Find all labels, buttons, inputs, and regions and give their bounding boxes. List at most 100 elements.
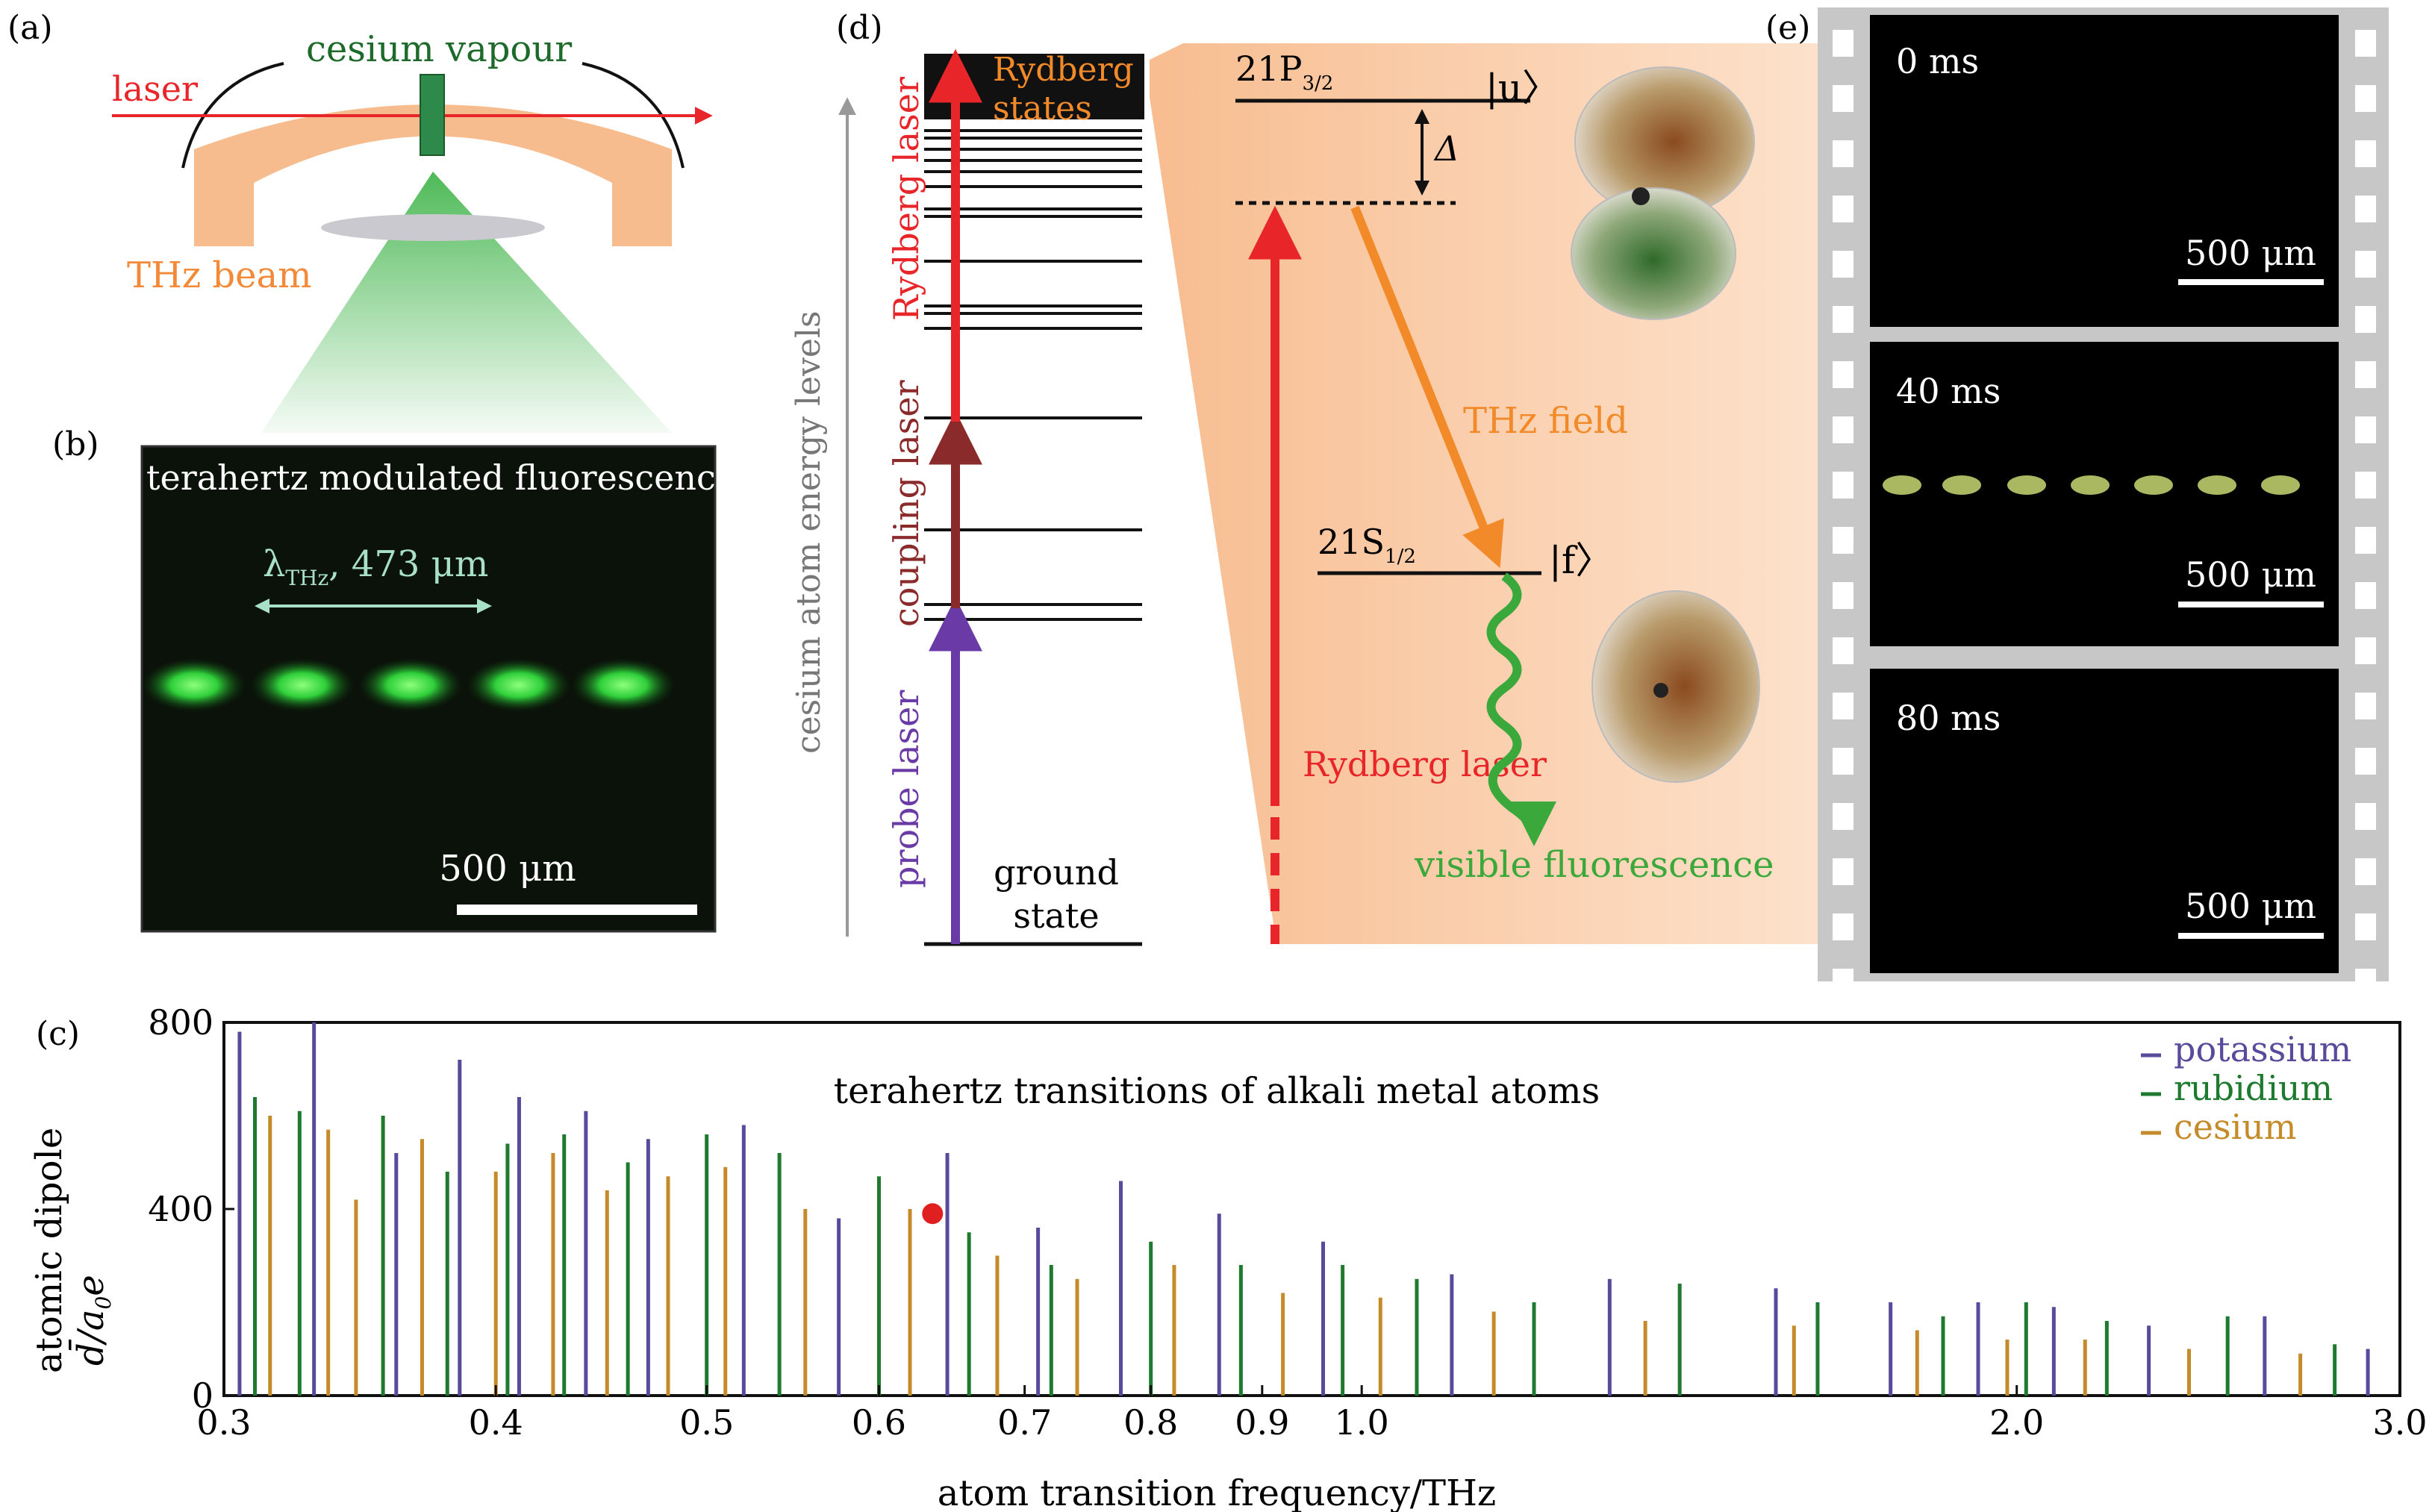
sprocket-hole <box>1833 748 1853 775</box>
fluorescence-spot <box>1883 475 1921 495</box>
sprocket-hole <box>2355 637 2376 664</box>
collection-lens <box>321 214 545 241</box>
panel-b: (b) terahertz modulated fluorescence λTH… <box>52 425 736 933</box>
panel-b-title: terahertz modulated fluorescence <box>146 457 736 498</box>
panel-e-label: (e) <box>1765 9 1810 47</box>
film-frame-0ms <box>1870 15 2339 327</box>
frame-40ms-spots <box>1883 475 2300 495</box>
panel-b-scale-bar <box>457 905 697 915</box>
mirror-right <box>582 62 685 169</box>
s-orbital-illustration <box>1591 590 1760 783</box>
ket-f: |f〉 <box>1549 539 1612 582</box>
fluorescence-spot <box>2198 475 2236 495</box>
fluorescence-spot <box>571 658 676 712</box>
fluorescence-spot <box>250 658 355 712</box>
panel-d: (d) cesium atom energy levels Rydberg st… <box>790 9 1851 946</box>
thz-beam-path <box>194 104 672 246</box>
sprocket-hole <box>2355 361 2376 388</box>
x-tick-label: 0.6 <box>852 1402 906 1443</box>
fluorescence-label: visible fluorescence <box>1414 844 1774 886</box>
sprocket-hole <box>1833 85 1853 112</box>
detuning-label: Δ <box>1433 128 1459 169</box>
sprocket-hole <box>2355 693 2376 719</box>
legend-cesium: cesium <box>2174 1107 2297 1147</box>
sprocket-hole <box>1833 913 1853 940</box>
rydberg-laser-label-vertical: Rydberg laser <box>886 77 926 321</box>
sprocket-hole <box>2355 748 2376 775</box>
thz-field-arrow <box>1350 205 1504 569</box>
film-sprockets <box>1833 30 2376 996</box>
sprocket-hole <box>1833 30 1853 57</box>
frame-2-scale-label: 500 μm <box>2185 886 2316 926</box>
level-21p-label: 21P3/2 <box>1235 49 1333 95</box>
sprocket-hole <box>2355 858 2376 885</box>
sprocket-hole <box>1833 582 1853 609</box>
y-tick-label: 400 <box>148 1189 213 1229</box>
energy-levels <box>924 129 1142 946</box>
sprocket-hole <box>1833 251 1853 278</box>
sprocket-hole <box>1833 196 1853 222</box>
sprocket-hole <box>1833 416 1853 443</box>
mirror-left <box>181 62 284 169</box>
y-tick-label: 800 <box>148 1002 213 1043</box>
x-tick-label: 0.8 <box>1123 1402 1178 1443</box>
frame-1-scale-bar <box>2178 602 2324 607</box>
rydberg-states-label-2: states <box>993 90 1092 128</box>
coupling-laser-label: coupling laser <box>886 380 926 627</box>
fluorescence-spot <box>2134 475 2173 495</box>
sprocket-hole <box>2355 140 2376 167</box>
fluorescence-spot <box>467 658 571 712</box>
p-orbital-illustration <box>1571 66 1755 320</box>
x-tick-label: 1.0 <box>1335 1402 1389 1443</box>
sprocket-hole <box>1833 306 1853 333</box>
frame-0-scale-bar <box>2178 279 2324 285</box>
sprocket-hole <box>2355 803 2376 830</box>
panel-e: (e) 0 ms 500 μm 40 ms 500 μm 80 ms 500 μ… <box>1765 7 2389 996</box>
highlight-marker <box>922 1203 944 1225</box>
film-frame-40ms <box>1870 342 2339 646</box>
y-axis-label-1: atomic dipole <box>28 1128 70 1373</box>
sprocket-hole <box>2355 527 2376 554</box>
frame-2-time: 80 ms <box>1896 698 2001 738</box>
frame-1-scale-label: 500 μm <box>2185 554 2316 595</box>
panel-c-label: (c) <box>36 1015 80 1053</box>
fluorescence-spot <box>142 658 246 712</box>
probe-laser-label: probe laser <box>886 690 926 888</box>
x-tick-label: 0.4 <box>469 1402 523 1443</box>
zoom-rydberg-laser-label: Rydberg laser <box>1303 744 1547 784</box>
panel-b-scale-label: 500 μm <box>439 848 576 890</box>
panel-b-label: (b) <box>52 425 99 463</box>
sprocket-hole <box>1833 637 1853 664</box>
cesium-cell <box>420 74 445 156</box>
sprocket-hole <box>1833 361 1853 388</box>
sprocket-hole <box>2355 416 2376 443</box>
sprocket-hole <box>2355 196 2376 222</box>
fluorescence-spot <box>2261 475 2300 495</box>
x-tick-label: 2.0 <box>1989 1402 2044 1443</box>
zoom-region <box>1150 43 1851 944</box>
fluorescence-wave <box>1486 572 1556 846</box>
panel-a: (a) laser cesium vapour THz beam <box>7 9 713 433</box>
fluorescence-spot <box>2007 475 2046 495</box>
film-frame-80ms <box>1870 669 2339 973</box>
frame-0-time: 0 ms <box>1896 41 1979 81</box>
level-21s-label: 21S1/2 <box>1318 522 1416 568</box>
fluorescence-spot <box>2071 475 2110 495</box>
x-tick-label: 0.3 <box>196 1402 251 1443</box>
sprocket-hole <box>1833 140 1853 167</box>
wavelength-label: λTHz, 473 μm <box>263 543 488 590</box>
x-tick-label: 0.7 <box>997 1402 1052 1443</box>
laser-label: laser <box>112 69 198 109</box>
thz-field-label: THz field <box>1463 400 1628 442</box>
sprocket-hole <box>1833 858 1853 885</box>
frame-0-scale-label: 500 μm <box>2185 233 2316 273</box>
sprocket-hole <box>2355 582 2376 609</box>
sprocket-hole <box>2355 30 2376 57</box>
sprocket-hole <box>2355 969 2376 996</box>
ket-u: |u〉 <box>1485 66 1559 110</box>
chart-title: terahertz transitions of alkali metal at… <box>834 1070 1600 1112</box>
sprocket-hole <box>2355 472 2376 499</box>
frame-2-scale-bar <box>2178 933 2324 939</box>
